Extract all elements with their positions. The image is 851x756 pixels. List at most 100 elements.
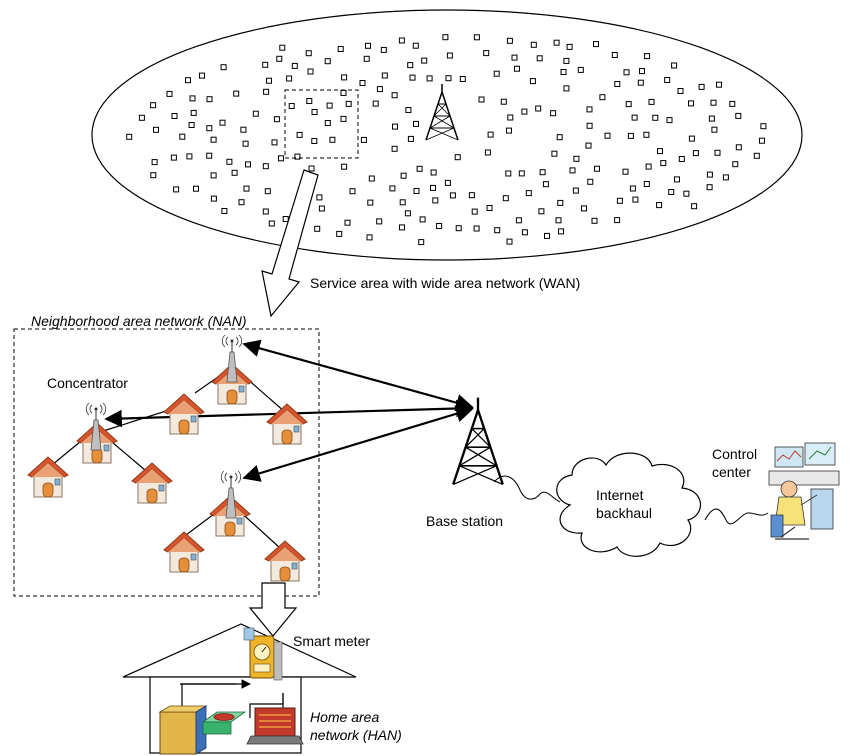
wan-meter-grid [126, 34, 767, 246]
meter-square [409, 74, 416, 81]
meter-square [735, 112, 742, 119]
meter-square [307, 68, 314, 75]
meter-square [643, 131, 650, 138]
meter-square [487, 131, 494, 138]
meter-square [376, 86, 383, 93]
meter-square [264, 188, 271, 195]
meter-square [714, 149, 721, 156]
meter-square [419, 216, 426, 223]
meter-square [506, 238, 513, 245]
meter-square [359, 80, 366, 86]
meter-square [445, 75, 452, 82]
meter-square [367, 199, 374, 206]
meter-square [551, 150, 558, 157]
meter-square [644, 53, 651, 60]
meter-square [398, 37, 405, 44]
meter-square [372, 100, 379, 107]
meter-square [493, 70, 500, 77]
meter-square [698, 83, 705, 90]
meter-square [660, 160, 667, 167]
meter-square [193, 185, 199, 192]
meter-square [185, 77, 191, 84]
meter-square [296, 131, 303, 138]
meter-square [305, 50, 312, 57]
meter-square [521, 108, 528, 115]
meter-square [126, 133, 133, 140]
meter-square [708, 115, 715, 122]
meter-square [376, 218, 383, 225]
meter-square [413, 120, 419, 127]
meter-square [252, 110, 259, 117]
meter-square [486, 205, 493, 211]
house-icon [27, 456, 69, 498]
meter-square [153, 126, 159, 133]
meter-square [405, 107, 412, 113]
meter-square [558, 228, 564, 235]
meter-square [206, 152, 213, 159]
meter-square [442, 34, 449, 41]
meter-square [271, 139, 278, 146]
meter-square [262, 163, 269, 170]
meter-square [430, 184, 436, 191]
meter-square [542, 181, 549, 188]
meter-square [518, 170, 525, 177]
meter-square [586, 122, 593, 129]
meter-square [324, 120, 331, 126]
meter-square [340, 89, 347, 96]
meter-square [242, 140, 249, 147]
meter-square [623, 69, 630, 76]
meter-square [173, 186, 180, 193]
meter-square [278, 155, 284, 162]
meter-square [569, 167, 576, 174]
meter-square [577, 66, 584, 73]
meter-square [391, 92, 398, 99]
meter-square [341, 74, 348, 81]
meter-square [366, 234, 373, 241]
meter-square [418, 239, 425, 246]
meter-square [484, 149, 491, 156]
meter-square [459, 76, 466, 82]
meter-square [706, 171, 713, 178]
house-icon [266, 403, 308, 445]
meter-square [473, 225, 480, 232]
meter-square [625, 101, 632, 108]
internet-label-line1: Internet [596, 487, 644, 503]
meter-square [318, 205, 325, 212]
meter-square [326, 102, 333, 109]
house-icon [131, 462, 173, 504]
meter-square [210, 195, 217, 202]
house-icon [163, 531, 205, 573]
meter-square [716, 81, 722, 88]
meter-square [455, 225, 462, 232]
meter-square [539, 169, 546, 176]
meter-square [171, 113, 178, 119]
meter-square [363, 55, 370, 62]
meter-square [245, 161, 251, 168]
heater-icon [246, 707, 304, 745]
meter-square [206, 96, 213, 103]
meter-square [631, 114, 638, 121]
meter-square [494, 227, 501, 234]
meter-square [344, 219, 351, 226]
meter-square [688, 100, 694, 107]
meter-square [555, 217, 562, 224]
meter-square [604, 132, 611, 139]
meter-square [288, 103, 295, 109]
meter-square [599, 94, 606, 101]
meter-square [760, 123, 767, 130]
meter-square [500, 98, 507, 105]
meter-square [691, 203, 698, 210]
meter-square [276, 55, 283, 62]
meter-square [404, 210, 411, 217]
control-center-label-line1: Control [712, 446, 758, 462]
meter-square [594, 165, 600, 172]
meter-square [170, 154, 177, 161]
meter-square [560, 69, 567, 75]
meter-square [581, 205, 587, 212]
meter-square [380, 46, 387, 53]
meter-square [614, 217, 621, 224]
meter-square [316, 194, 323, 201]
meter-square [471, 208, 478, 215]
meter-square [637, 79, 644, 86]
